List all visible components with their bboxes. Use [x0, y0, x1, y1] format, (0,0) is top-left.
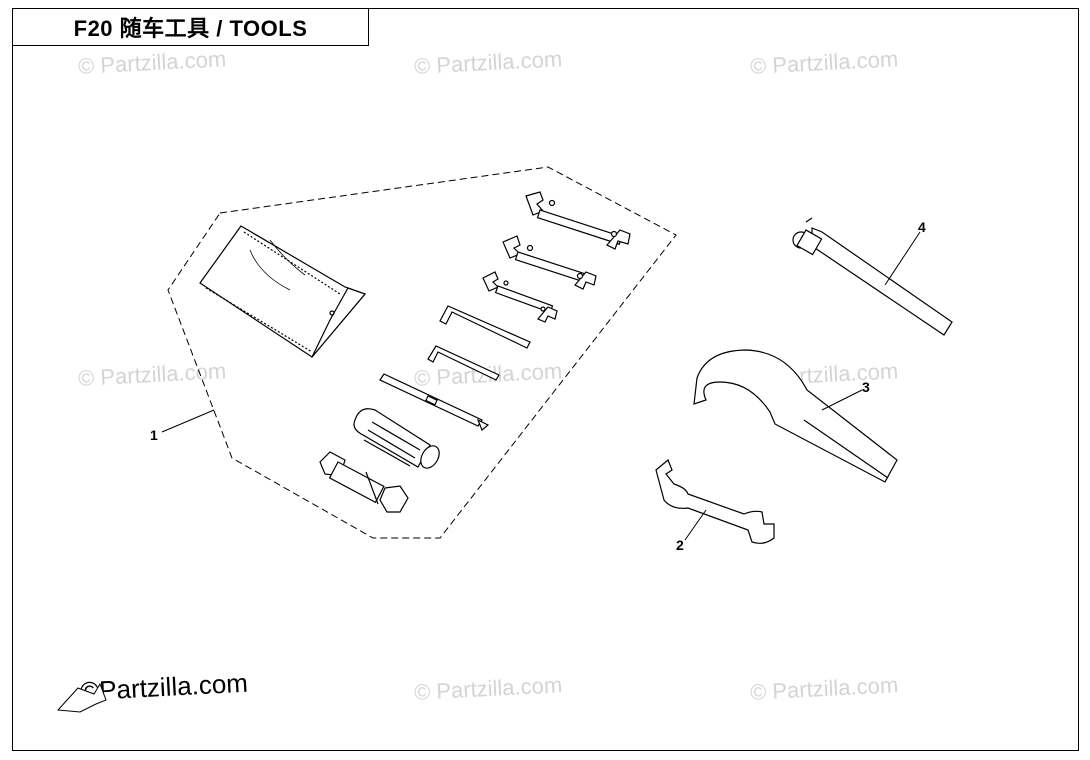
tool-kit-boundary: [167, 166, 677, 539]
double-wrench-medium-icon: [502, 235, 597, 290]
diagram-frame: [12, 8, 1079, 751]
diagram-title: F20 随车工具 / TOOLS: [12, 8, 369, 46]
callout-4: 4: [918, 219, 926, 235]
double-wrench-small-icon: [482, 271, 558, 323]
screwdriver-handle-icon: [353, 408, 440, 469]
open-end-wrench-icon: [655, 459, 775, 544]
callout-1: 1: [150, 427, 158, 443]
screwdriver-bit-icon: [379, 373, 490, 431]
leader-lines: [161, 231, 921, 541]
spark-plug-socket-icon: [319, 451, 409, 513]
hook-spanner-icon: [693, 349, 898, 483]
double-wrench-large-icon: [525, 191, 631, 250]
front-arrow-icon: [56, 682, 107, 713]
hex-key-large-icon: [439, 305, 531, 349]
callout-2: 2: [676, 537, 684, 553]
tool-pouch-icon: [199, 225, 367, 358]
hex-key-small-icon: [427, 345, 500, 381]
tube-wrench-icon: [792, 217, 953, 336]
callout-3: 3: [862, 379, 870, 395]
